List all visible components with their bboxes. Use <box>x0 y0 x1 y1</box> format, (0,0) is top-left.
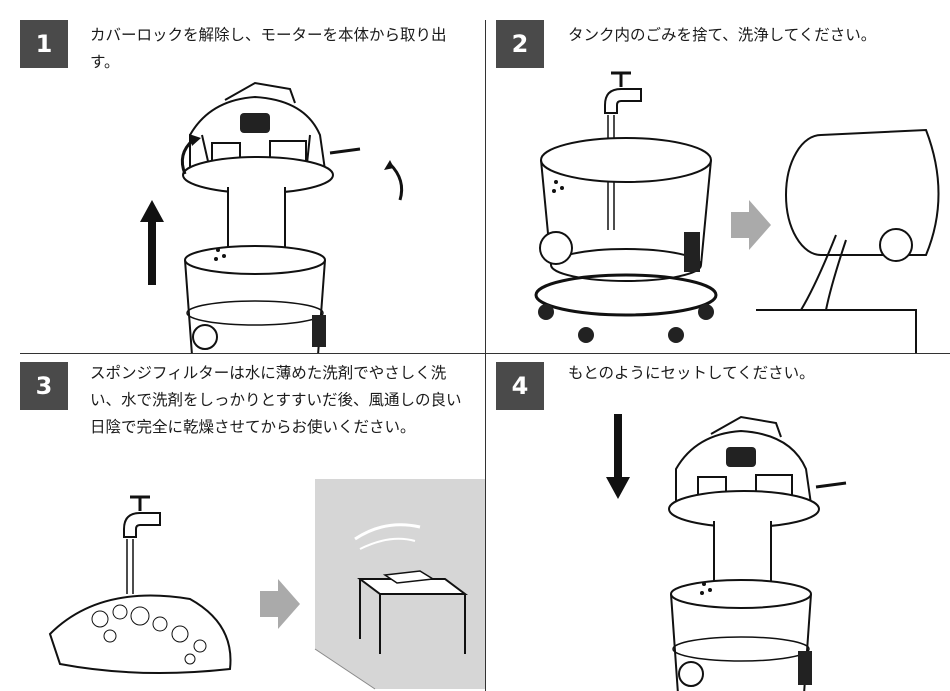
right-arrow-icon <box>731 200 771 250</box>
step-4-panel: 4 もとのようにセットしてください。 <box>486 354 950 691</box>
step-2-panel: 2 タンク内のごみを捨て、洗浄してください。 <box>486 20 950 353</box>
step-instruction-text: もとのようにセットしてください。 <box>568 364 815 382</box>
step-3-panel: 3 スポンジフィルターは水に薄めた洗剤でやさしく洗い、水で洗剤をしっかりとすすい… <box>20 354 485 691</box>
down-arrow-icon <box>606 414 630 499</box>
step-instruction-text: カバーロックを解除し、モーターを本体から取り出す。 <box>90 26 447 71</box>
step-instruction-text: スポンジフィルターは水に薄めた洗剤でやさしく洗い、水で洗剤をしっかりとすすいだ後… <box>90 364 462 436</box>
instruction-sheet: 1 カバーロックを解除し、モーターを本体から取り出す。 <box>20 20 950 691</box>
faucet-icon <box>123 495 161 594</box>
step-number-badge: 1 <box>20 20 68 68</box>
tank-illustration <box>534 137 718 343</box>
up-arrow-icon <box>140 200 164 285</box>
right-arrow-icon <box>260 579 300 629</box>
step-1-panel: 1 カバーロックを解除し、モーターを本体から取り出す。 <box>20 20 485 353</box>
rotate-arrow-icon <box>180 134 201 175</box>
vacuum-disassembly-illustration <box>182 81 361 353</box>
vacuum-assembly-illustration <box>668 415 847 691</box>
column-divider <box>485 20 486 691</box>
sponge-illustration <box>48 594 232 674</box>
step-number-badge: 4 <box>496 362 544 410</box>
drying-room-illustration <box>314 479 485 690</box>
step-number-badge: 3 <box>20 362 68 410</box>
pouring-tank-illustration <box>756 128 940 353</box>
row-divider <box>20 353 950 354</box>
step-number-badge: 2 <box>496 20 544 68</box>
rotate-arrow-icon <box>384 160 404 201</box>
step-instruction-text: タンク内のごみを捨て、洗浄してください。 <box>568 26 877 44</box>
